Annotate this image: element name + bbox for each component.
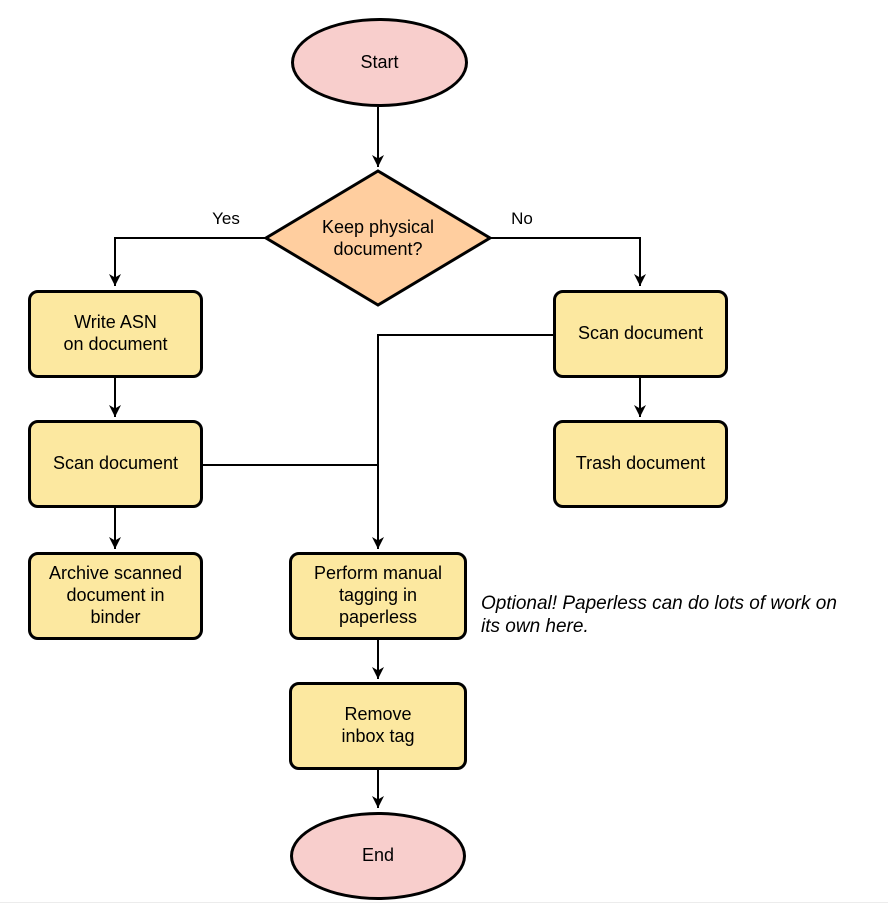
edge-label-no: No (494, 209, 550, 229)
node-decision: Keep physical document? (263, 169, 493, 307)
node-scan-document-right: Scan document (553, 290, 728, 378)
node-scan-document-right-label: Scan document (577, 323, 704, 344)
edge-decision-yes (109, 237, 267, 286)
edge-label-yes: Yes (198, 209, 254, 229)
node-manual-tagging: Perform manual tagging in paperless (289, 552, 467, 640)
node-manual-tagging-label: Perform manual tagging in paperless (313, 563, 443, 627)
node-archive-binder: Archive scanned document in binder (28, 552, 203, 640)
annotation-optional: Optional! Paperless can do lots of work … (481, 593, 837, 637)
node-end-label: End (361, 845, 395, 866)
edge-decision-no (490, 237, 646, 286)
node-scan-document-left-label: Scan document (52, 453, 179, 474)
node-trash-document: Trash document (553, 420, 728, 508)
node-scan-document-left: Scan document (28, 420, 203, 508)
node-write-asn: Write ASN on document (28, 290, 203, 378)
node-trash-document-label: Trash document (575, 453, 706, 474)
node-decision-label: Keep physical document? (321, 216, 435, 260)
node-remove-inbox-tag-label: Remove inbox tag (341, 704, 415, 746)
bottom-divider (0, 902, 888, 903)
decision-diamond-shape (263, 169, 493, 307)
node-remove-inbox-tag: Remove inbox tag (289, 682, 467, 770)
node-archive-binder-label: Archive scanned document in binder (48, 563, 183, 627)
node-start-label: Start (360, 51, 399, 72)
node-start: Start (291, 18, 468, 107)
edge-scanright-to-tagging (372, 334, 553, 549)
node-end: End (290, 812, 466, 900)
node-write-asn-label: Write ASN on document (63, 312, 168, 354)
